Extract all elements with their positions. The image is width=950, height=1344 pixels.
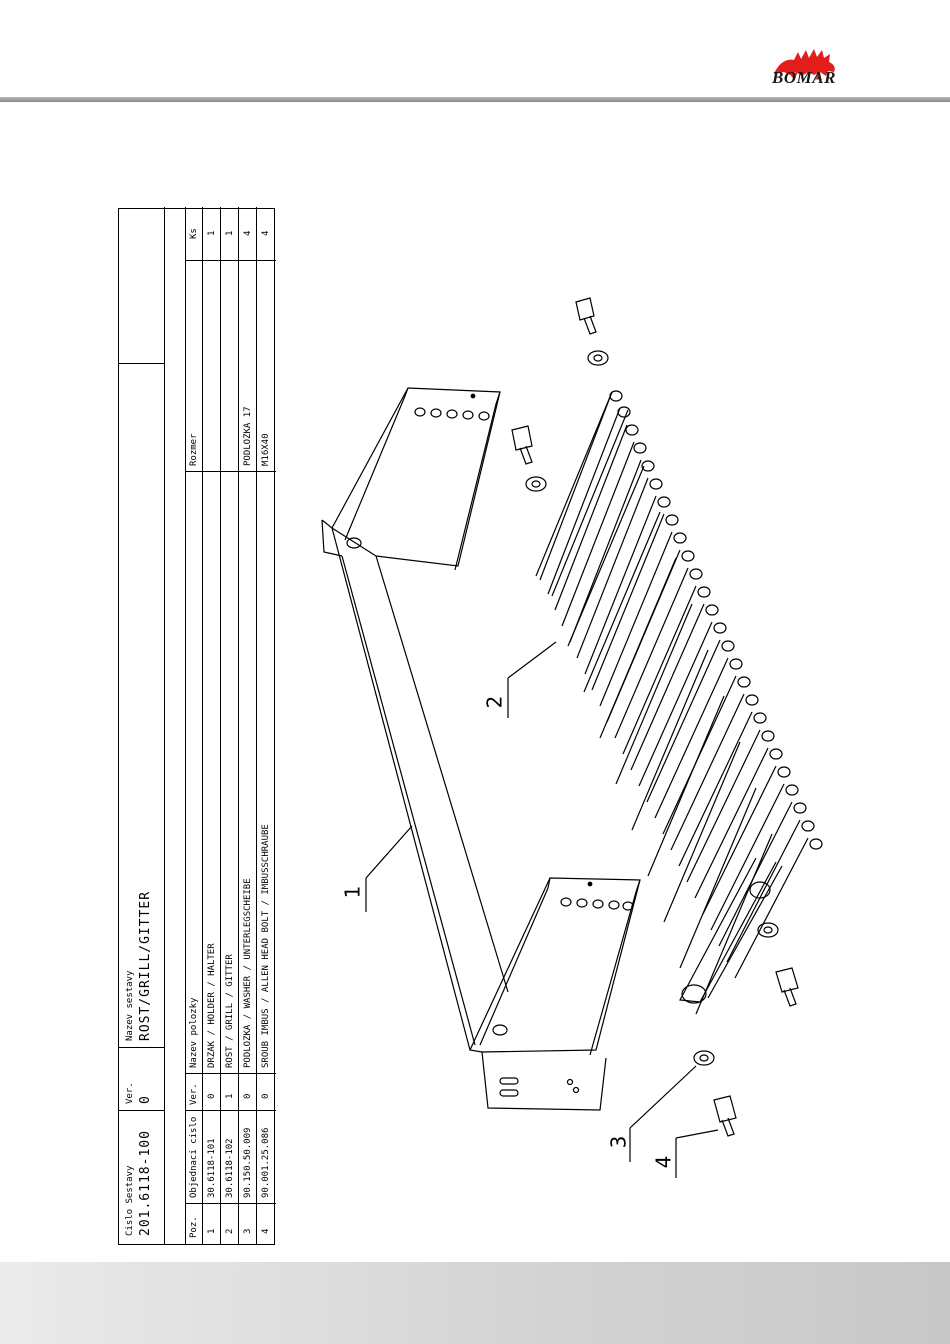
grill-part [535, 390, 823, 1015]
washer-parts [525, 350, 779, 1066]
callout-2: 2 [482, 695, 507, 709]
callout-4: 4 [651, 1155, 676, 1169]
footer-band [0, 1262, 950, 1344]
brand-name: BOMAR [772, 68, 836, 87]
callout-1: 1 [340, 885, 365, 899]
holder-part [321, 387, 641, 1111]
bomar-logo [774, 49, 835, 80]
callout-3: 3 [606, 1135, 631, 1149]
bolt-parts [511, 297, 799, 1137]
header-rule [0, 97, 950, 102]
